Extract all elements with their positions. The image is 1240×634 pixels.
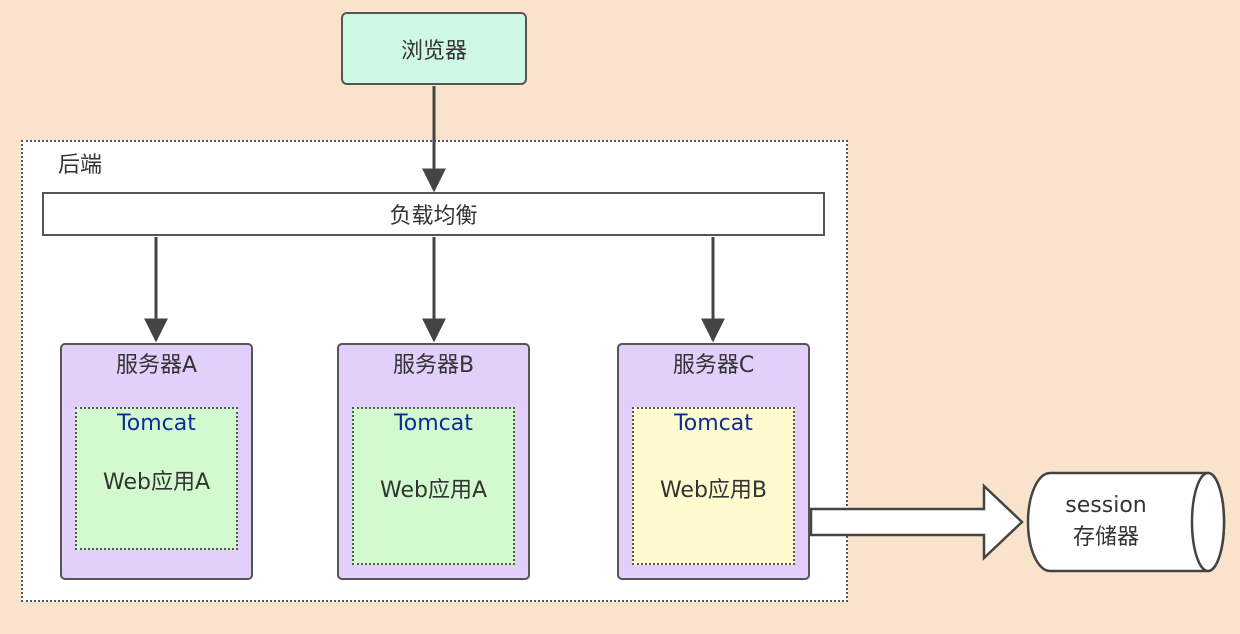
server-c-tomcat-label: Tomcat <box>674 411 753 436</box>
session-store-cylinder <box>1026 471 1226 573</box>
session-store-line2: 存储器 <box>1072 525 1139 550</box>
server-b-webapp-label: Web应用A <box>379 478 487 503</box>
browser-node: 浏览器 <box>341 12 527 85</box>
server-c-title: 服务器C <box>672 353 755 378</box>
load-balancer-node: 负载均衡 <box>42 192 825 236</box>
session-store-line1: session <box>1065 493 1147 518</box>
server-a-tomcat-label: Tomcat <box>117 411 196 436</box>
server-b-node: 服务器B Tomcat Web应用A <box>337 343 530 580</box>
session-store-label: session 存储器 <box>1040 490 1172 554</box>
server-a-app-container: Tomcat Web应用A <box>75 407 238 550</box>
server-b-tomcat-label: Tomcat <box>394 411 473 436</box>
browser-label: 浏览器 <box>400 38 467 64</box>
server-b-title: 服务器B <box>392 353 475 378</box>
server-b-app-container: Tomcat Web应用A <box>352 407 515 565</box>
server-a-node: 服务器A Tomcat Web应用A <box>60 343 253 580</box>
server-a-webapp-label: Web应用A <box>102 470 210 495</box>
server-a-title: 服务器A <box>115 353 198 378</box>
arrow-server-c-to-session <box>809 483 1024 561</box>
server-c-node: 服务器C Tomcat Web应用B <box>617 343 810 580</box>
load-balancer-label: 负载均衡 <box>389 204 478 229</box>
backend-label: 后端 <box>58 153 103 178</box>
server-c-webapp-label: Web应用B <box>659 478 768 503</box>
server-c-app-container: Tomcat Web应用B <box>632 407 795 565</box>
